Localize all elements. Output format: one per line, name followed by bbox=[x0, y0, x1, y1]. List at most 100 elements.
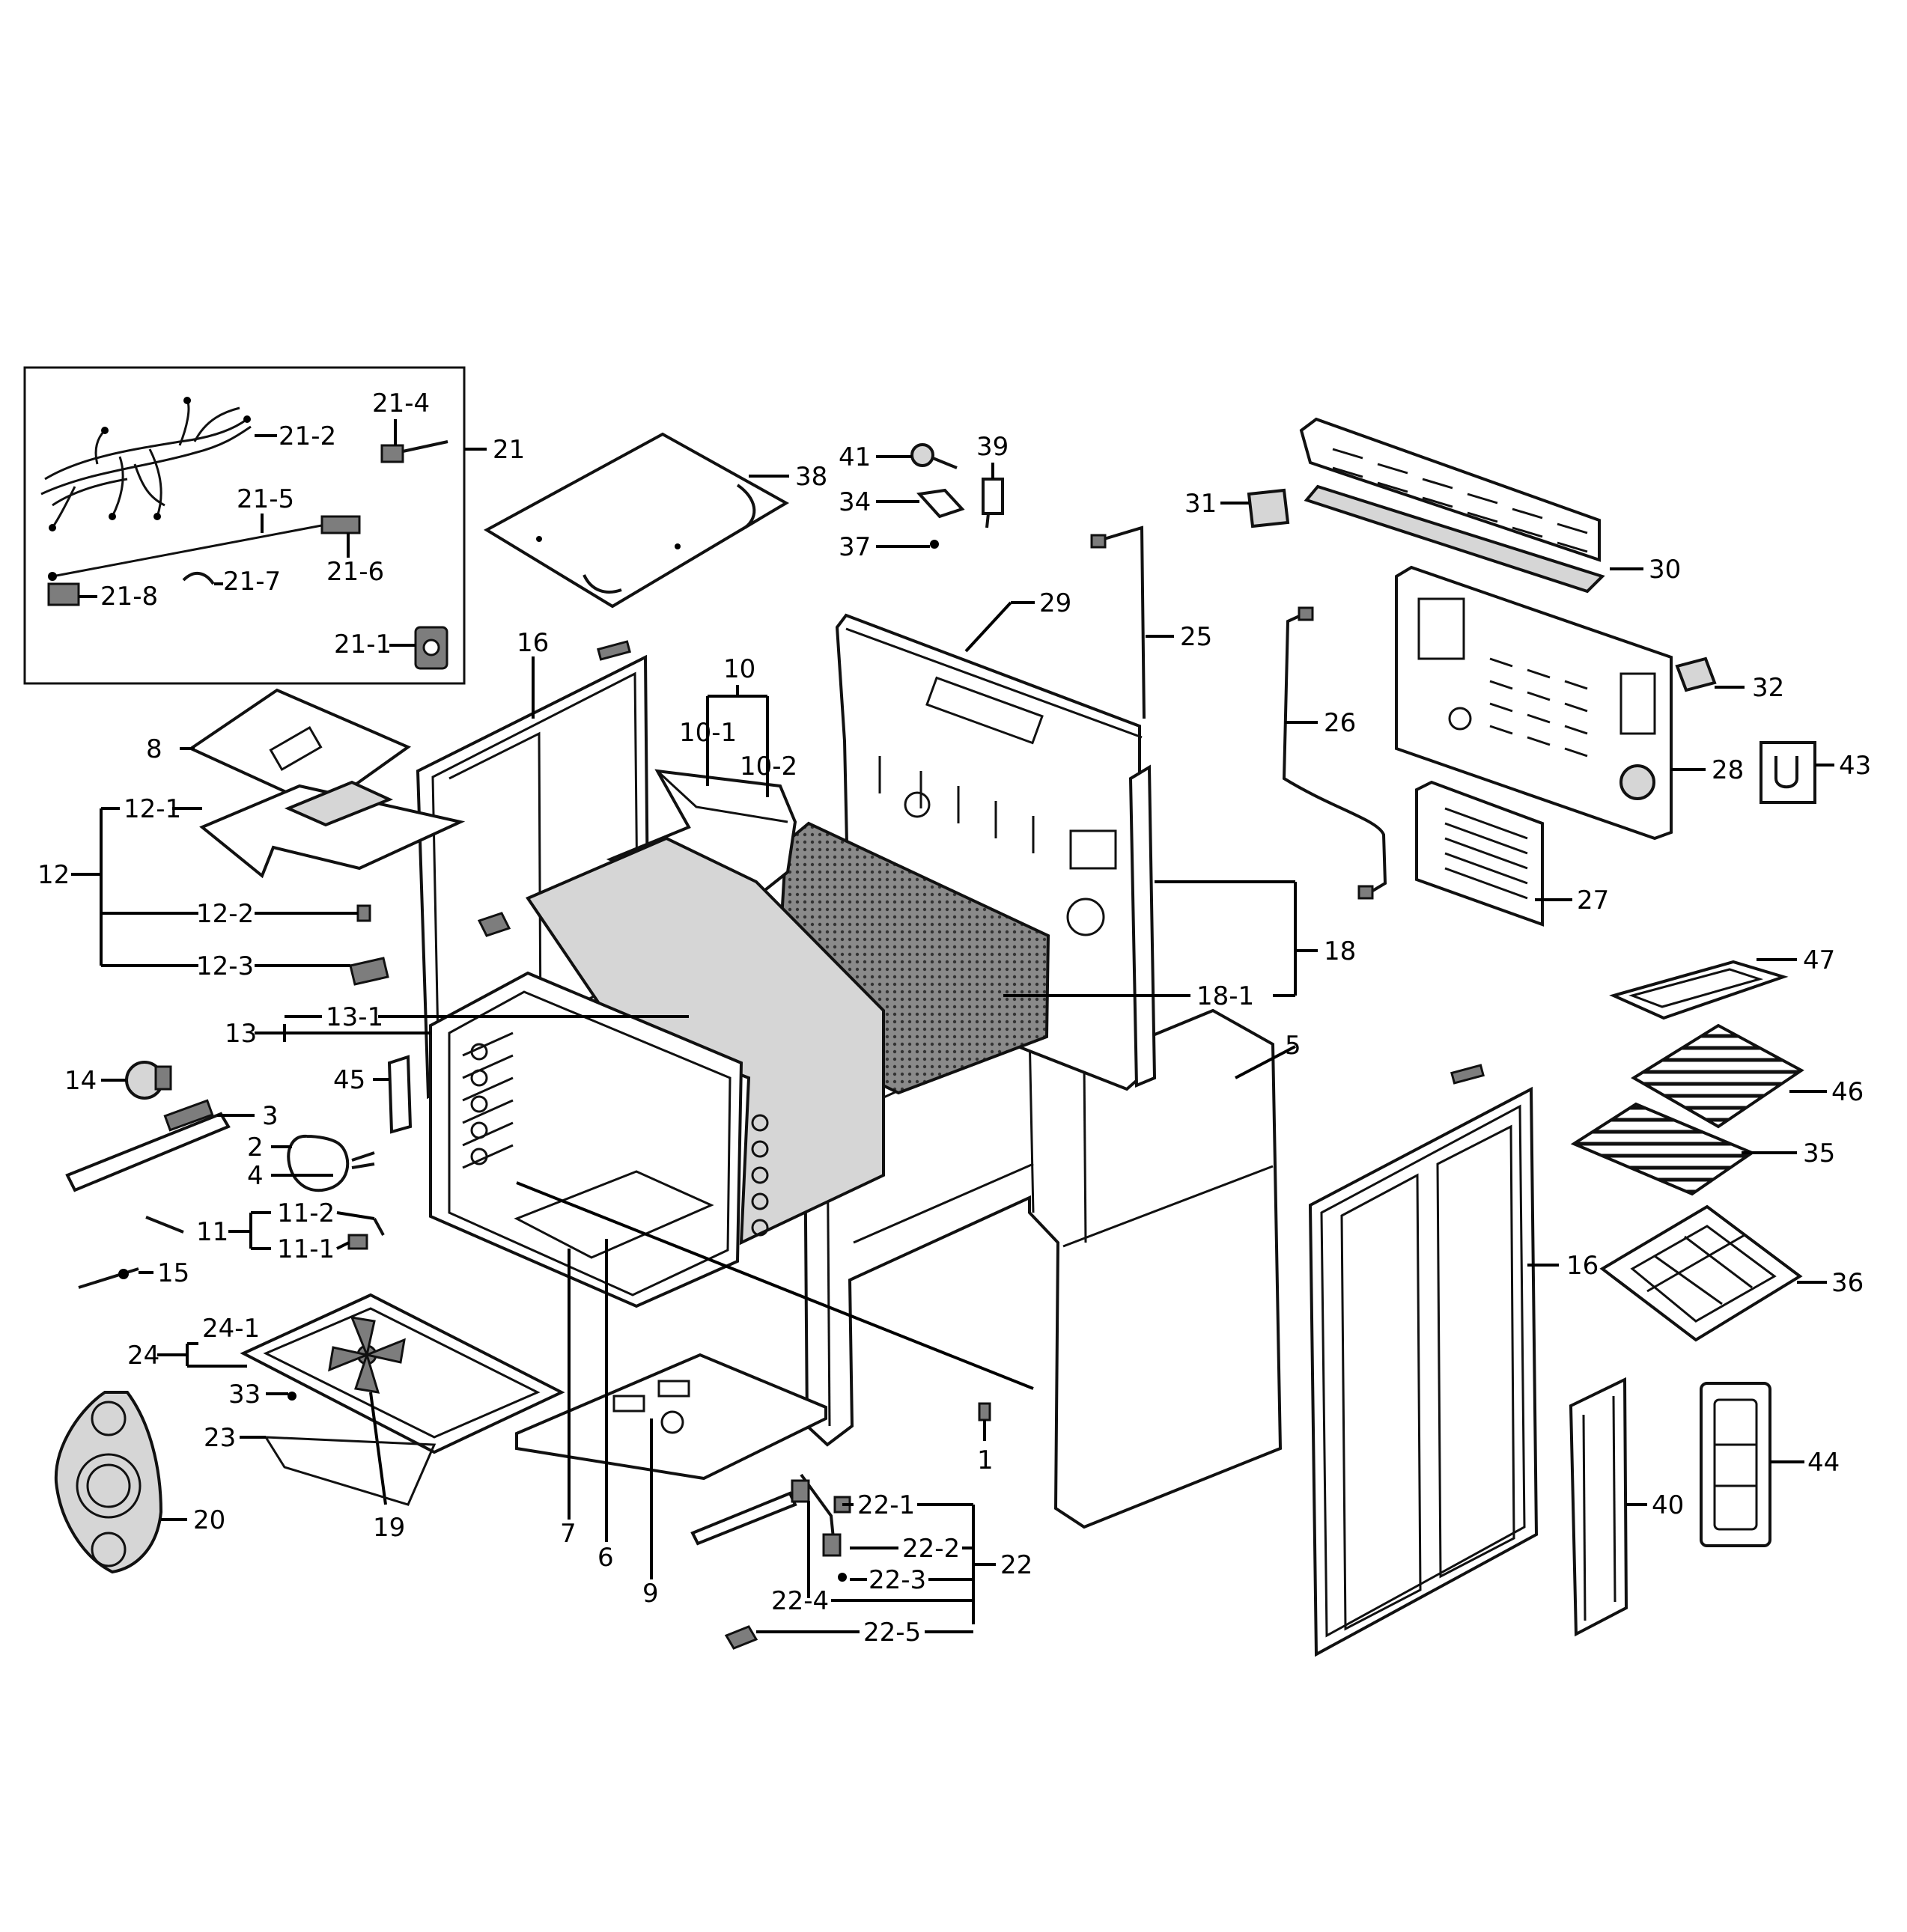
griddle-44: 44 bbox=[1700, 1382, 1840, 1547]
label-41: 41 bbox=[839, 442, 871, 472]
sensor-2: 2 4 bbox=[247, 1133, 375, 1192]
bottom-tray-24: 24 24-1 19 bbox=[127, 1293, 565, 1543]
label-33: 33 bbox=[228, 1380, 261, 1410]
wire-21-5 bbox=[48, 515, 361, 581]
back-cover-27: 27 bbox=[1415, 780, 1609, 927]
knob-14: 14 bbox=[64, 1061, 172, 1100]
label-24: 24 bbox=[127, 1341, 159, 1371]
label-20: 20 bbox=[193, 1505, 225, 1535]
label-32: 32 bbox=[1752, 673, 1784, 703]
label-34: 34 bbox=[839, 487, 871, 517]
switch-block bbox=[477, 912, 511, 937]
label-18: 18 bbox=[1324, 936, 1356, 966]
label-6: 6 bbox=[597, 1543, 614, 1573]
label-27: 27 bbox=[1577, 886, 1609, 915]
switch-21-1 bbox=[414, 626, 448, 670]
label-16-left: 16 bbox=[517, 628, 549, 658]
bracket-32: 32 bbox=[1675, 656, 1784, 703]
label-24-1: 24-1 bbox=[202, 1314, 260, 1344]
rack-guides bbox=[462, 1031, 769, 1237]
label-3: 3 bbox=[262, 1101, 279, 1131]
label-22-2: 22-2 bbox=[902, 1534, 960, 1564]
burner-assembly-22: 22-1 22 22-2 22-3 22-4 22-5 bbox=[690, 1473, 1032, 1650]
label-21-6: 21-6 bbox=[326, 557, 384, 587]
top-cover-38: 38 bbox=[483, 432, 827, 609]
label-7: 7 bbox=[560, 1519, 577, 1549]
label-21: 21 bbox=[493, 435, 525, 465]
side-panel-40: 40 bbox=[1569, 1377, 1684, 1637]
outer-cabinet-5: 5 bbox=[803, 1008, 1301, 1529]
gas-tube-26: 26 bbox=[1282, 606, 1387, 900]
label-11: 11 bbox=[196, 1217, 228, 1247]
label-22: 22 bbox=[1000, 1550, 1032, 1580]
label-12-2: 12-2 bbox=[196, 899, 254, 929]
rear-vent-panel-30: 30 bbox=[1299, 417, 1681, 594]
label-47: 47 bbox=[1803, 945, 1835, 975]
fan-blade-19 bbox=[328, 1316, 406, 1394]
label-30: 30 bbox=[1649, 555, 1681, 585]
grill-grate-46: 46 bbox=[1631, 1023, 1864, 1129]
cover-plate-8: 8 bbox=[146, 688, 412, 811]
label-46: 46 bbox=[1831, 1077, 1864, 1107]
wiring-inset-box: 21-2 21-4 21-5 21-6 21-7 21-8 21-1 21 bbox=[23, 366, 525, 685]
label-38: 38 bbox=[795, 462, 827, 492]
rear-panel-28: 28 bbox=[1395, 565, 1744, 841]
label-16-right: 16 bbox=[1566, 1251, 1599, 1281]
label-8: 8 bbox=[146, 734, 162, 764]
label-35: 35 bbox=[1803, 1139, 1835, 1168]
label-23: 23 bbox=[204, 1423, 236, 1453]
wire-21-7 bbox=[182, 572, 215, 585]
bracket-45: 45 bbox=[333, 1055, 413, 1134]
burner-base-9: 9 6 7 bbox=[515, 1239, 827, 1609]
label-18-1: 18-1 bbox=[1196, 981, 1254, 1011]
screw-33: 33 bbox=[228, 1380, 296, 1410]
label-1: 1 bbox=[977, 1445, 994, 1475]
bracket-12-1 bbox=[199, 780, 466, 879]
label-10-1: 10-1 bbox=[679, 718, 737, 748]
part-group-12: 12 12-1 12-2 12-3 bbox=[37, 794, 389, 986]
label-2: 2 bbox=[247, 1133, 264, 1162]
label-9: 9 bbox=[642, 1579, 659, 1609]
label-13: 13 bbox=[225, 1019, 257, 1049]
door-frame-16-right: 16 bbox=[1308, 1064, 1599, 1657]
oven-cavity-13: 13 13-1 bbox=[225, 836, 885, 1308]
label-5: 5 bbox=[1285, 1031, 1301, 1061]
gas-tube-25: 25 bbox=[1090, 525, 1212, 719]
label-19: 19 bbox=[373, 1513, 405, 1543]
side-frame-18: 18-1 18 bbox=[1003, 764, 1356, 1088]
igniter-3: 3 bbox=[65, 1099, 279, 1192]
oven-rack-35: 35 bbox=[1570, 1102, 1835, 1196]
bracket-43: 43 bbox=[1760, 741, 1871, 804]
label-25: 25 bbox=[1180, 622, 1212, 652]
fan-cover-20: 20 bbox=[54, 1391, 225, 1574]
label-44: 44 bbox=[1807, 1448, 1840, 1478]
label-12-3: 12-3 bbox=[196, 951, 254, 981]
wire-harness-21-2 bbox=[40, 397, 252, 531]
tray-47: 47 bbox=[1609, 945, 1835, 1020]
connector-21-8 bbox=[47, 582, 80, 606]
label-43: 43 bbox=[1839, 751, 1871, 781]
label-21-1: 21-1 bbox=[334, 630, 392, 659]
label-12-1: 12-1 bbox=[124, 794, 181, 824]
part-group-11: 11 11-2 11-1 bbox=[145, 1198, 385, 1264]
label-21-2: 21-2 bbox=[279, 421, 336, 451]
bottom-shield-23: 23 bbox=[204, 1423, 437, 1506]
label-28: 28 bbox=[1712, 755, 1744, 785]
label-22-1: 22-1 bbox=[857, 1490, 915, 1520]
terminal-21-4 bbox=[380, 440, 448, 463]
label-14: 14 bbox=[64, 1066, 97, 1096]
label-26: 26 bbox=[1324, 708, 1356, 738]
label-29: 29 bbox=[1039, 588, 1071, 618]
label-22-3: 22-3 bbox=[869, 1565, 926, 1595]
label-10: 10 bbox=[723, 654, 755, 684]
label-22-4: 22-4 bbox=[771, 1586, 829, 1616]
label-22-5: 22-5 bbox=[863, 1618, 921, 1648]
small-parts-top: 41 34 37 39 bbox=[839, 432, 1009, 562]
label-10-2: 10-2 bbox=[740, 752, 797, 781]
label-11-1: 11-1 bbox=[277, 1234, 335, 1264]
label-21-8: 21-8 bbox=[100, 582, 158, 612]
label-45: 45 bbox=[333, 1065, 365, 1095]
burner-grate-36: 36 bbox=[1599, 1204, 1864, 1342]
label-36: 36 bbox=[1831, 1268, 1864, 1298]
